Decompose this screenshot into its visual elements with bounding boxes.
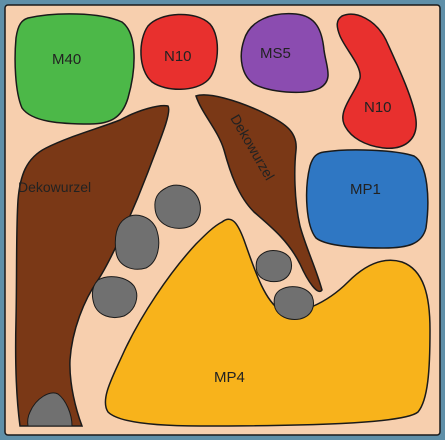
zone-label-mp4: MP4 <box>214 369 245 386</box>
stone-icon <box>154 184 201 229</box>
zone-label-n10-right: N10 <box>364 99 392 116</box>
zone-label-ms5: MS5 <box>260 45 291 62</box>
zone-n10-top <box>140 13 219 90</box>
stones-group <box>27 184 314 427</box>
zone-m40 <box>14 13 135 125</box>
stone-icon <box>255 250 293 283</box>
zone-n10-right <box>336 13 417 149</box>
root-middle <box>195 94 323 293</box>
stone-icon <box>273 286 314 320</box>
stone-icon <box>27 392 73 427</box>
zone-label-m40: M40 <box>52 51 81 68</box>
stone-icon <box>114 214 160 270</box>
root-label-left: Dekowurzel <box>18 179 91 195</box>
stone-icon <box>91 276 138 318</box>
zone-label-mp1: MP1 <box>350 181 381 198</box>
root-left <box>14 104 170 427</box>
zone-mp1 <box>305 149 429 249</box>
zone-label-n10-top: N10 <box>164 48 192 65</box>
zone-ms5 <box>240 12 329 94</box>
